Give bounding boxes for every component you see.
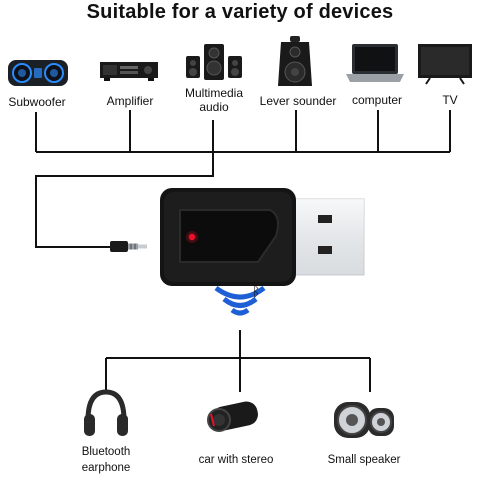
laptop-icon — [346, 44, 404, 82]
top-connection-lines — [35, 110, 451, 248]
bluetooth-wave-icon — [214, 285, 266, 316]
label-multimedia-audio: Multimedia audio — [184, 86, 244, 114]
label-small-speaker: Small speaker — [327, 454, 401, 466]
small-speaker-icon — [334, 402, 394, 438]
tv-icon — [418, 44, 472, 85]
pa-speaker-icon — [278, 36, 312, 86]
page-title: Suitable for a variety of devices — [86, 1, 394, 23]
amplifier-icon — [100, 62, 158, 81]
bottom-connection-lines — [105, 330, 371, 392]
aux-plug-icon — [110, 241, 147, 252]
multimedia-speakers-icon — [186, 44, 242, 80]
label-computer: computer — [351, 93, 403, 107]
speaker-bar-icon — [8, 60, 68, 86]
car-speaker-icon — [207, 401, 258, 432]
bluetooth-icon: ᛒ — [252, 284, 261, 300]
label-car-stereo: car with stereo — [198, 454, 274, 466]
label-subwoofer: Subwoofer — [8, 95, 66, 109]
aux-cable-line — [35, 120, 214, 248]
label-lever-sounder: Lever sounder — [259, 94, 337, 108]
usb-adapter-icon — [160, 188, 365, 286]
label-bluetooth-earphone: Bluetooth earphone — [81, 446, 131, 474]
label-tv: TV — [442, 93, 458, 107]
headphones-icon — [84, 389, 128, 436]
label-amplifier: Amplifier — [106, 94, 154, 108]
